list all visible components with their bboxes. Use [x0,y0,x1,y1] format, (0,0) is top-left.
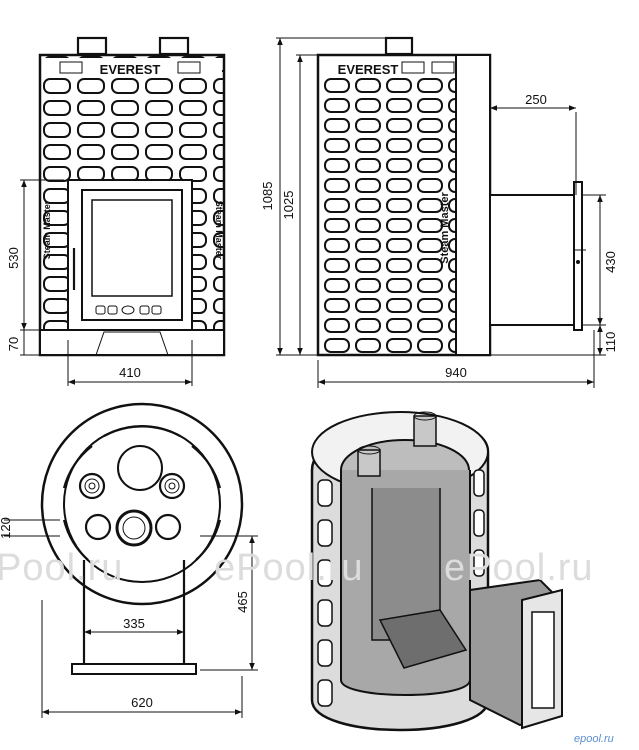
top-chimney-right [158,472,186,500]
front-base [39,329,225,356]
dim-front-410: 410 [119,365,141,380]
watermark-center: ePool.ru [214,547,364,589]
watermark-left: Pool.ru [0,547,123,589]
dim-side-1085: 1085 [260,182,275,211]
dim-side-430: 430 [603,251,618,273]
front-vertical-label-left: Steam Master [42,200,52,259]
dim-front-530: 530 [6,247,21,269]
side-front-plate [455,54,491,356]
side-tunnel [489,194,577,326]
dim-side-940: 940 [445,365,467,380]
cutaway-chimney-right [413,415,437,447]
side-view: EVEREST Steam Master 1085 1025 250 430 1… [260,36,618,388]
top-ring-slots [62,425,222,561]
front-chimney-right [158,36,190,56]
top-flue-outlet [115,509,153,547]
dim-top-620: 620 [131,695,153,710]
dim-top-120: 120 [0,517,13,539]
cutaway-grate [378,609,468,669]
top-chimney-left [78,472,106,500]
front-brand-label: EVEREST [100,62,161,77]
cutaway-view [310,411,563,732]
dim-top-335: 335 [123,616,145,631]
top-outer-ring [40,402,244,606]
top-water-tank-opening [117,445,163,491]
front-vertical-label-right: Steam Master [214,201,224,260]
side-chimney [384,36,414,56]
top-view: 120 335 465 620 [0,402,258,718]
front-door-glass [91,199,173,297]
side-vertical-label: Steam Master [439,192,451,264]
cutaway-shell-slots [317,469,485,707]
side-brand-label: EVEREST [338,62,399,77]
front-vent-slots [95,305,162,315]
front-view: EVEREST Steam Master Steam Master 530 70 [6,36,226,386]
dim-side-110: 110 [603,332,618,353]
dim-side-1025: 1025 [281,191,296,220]
dim-side-250: 250 [525,92,547,107]
front-chimney-left [76,36,108,56]
top-door-plate [71,663,197,675]
side-door-plate [573,181,583,331]
cutaway-chimney-left [357,449,381,477]
epool-logo: epool.ru [574,733,614,745]
watermark-right: ePool.ru [444,547,594,589]
dim-front-70: 70 [6,337,21,351]
dim-top-465: 465 [235,591,250,613]
